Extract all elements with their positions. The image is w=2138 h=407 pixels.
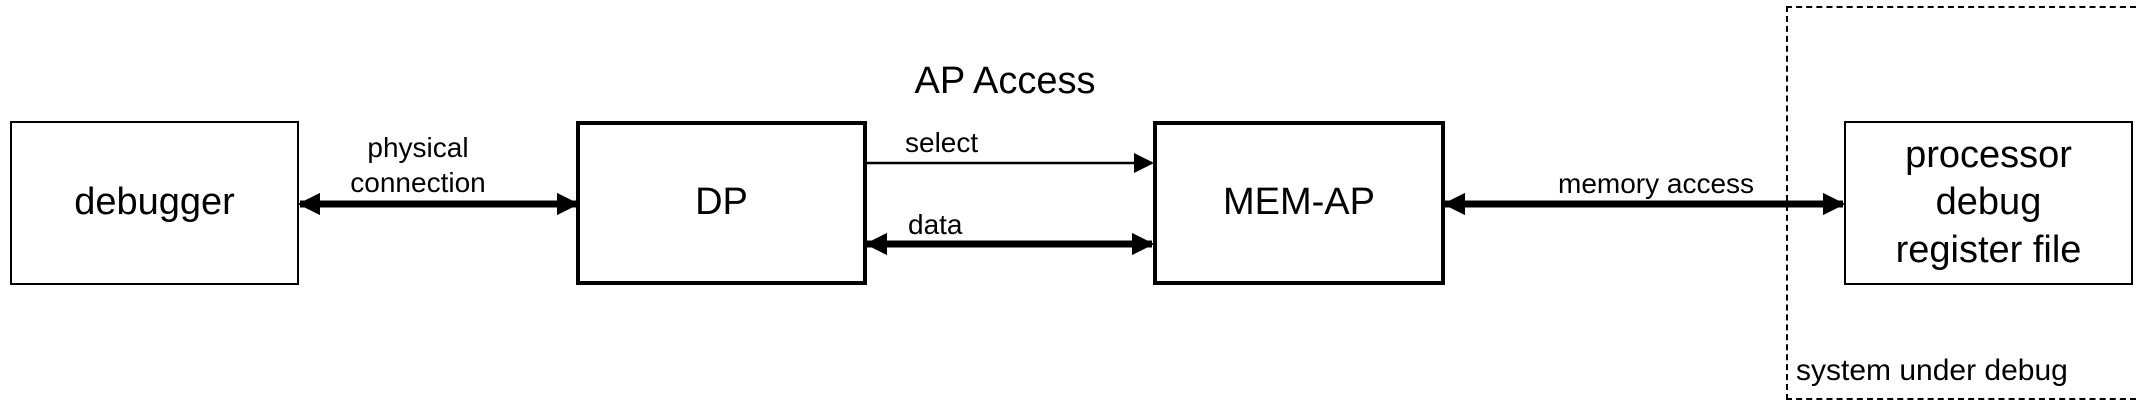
mem-ap-block: MEM-AP bbox=[1153, 121, 1445, 285]
dp-block: DP bbox=[576, 121, 867, 285]
data-label: data bbox=[908, 209, 963, 240]
ap-access-title: AP Access bbox=[914, 60, 1096, 102]
dp-label: DP bbox=[695, 181, 748, 224]
memory-access-label: memory access bbox=[1558, 168, 1755, 199]
mem-ap-label: MEM-AP bbox=[1223, 181, 1375, 224]
physical-connection-label: physical connection bbox=[350, 132, 486, 198]
register-file-label: processor debug register file bbox=[1895, 133, 2082, 271]
system-under-debug-label: system under debug bbox=[1796, 354, 2068, 387]
debugger-block: debugger bbox=[10, 121, 299, 285]
debugger-label: debugger bbox=[74, 181, 235, 224]
system-under-debug-boundary bbox=[1786, 6, 2136, 400]
select-label: select bbox=[905, 127, 979, 158]
register-file-block: processor debug register file bbox=[1844, 121, 2133, 285]
